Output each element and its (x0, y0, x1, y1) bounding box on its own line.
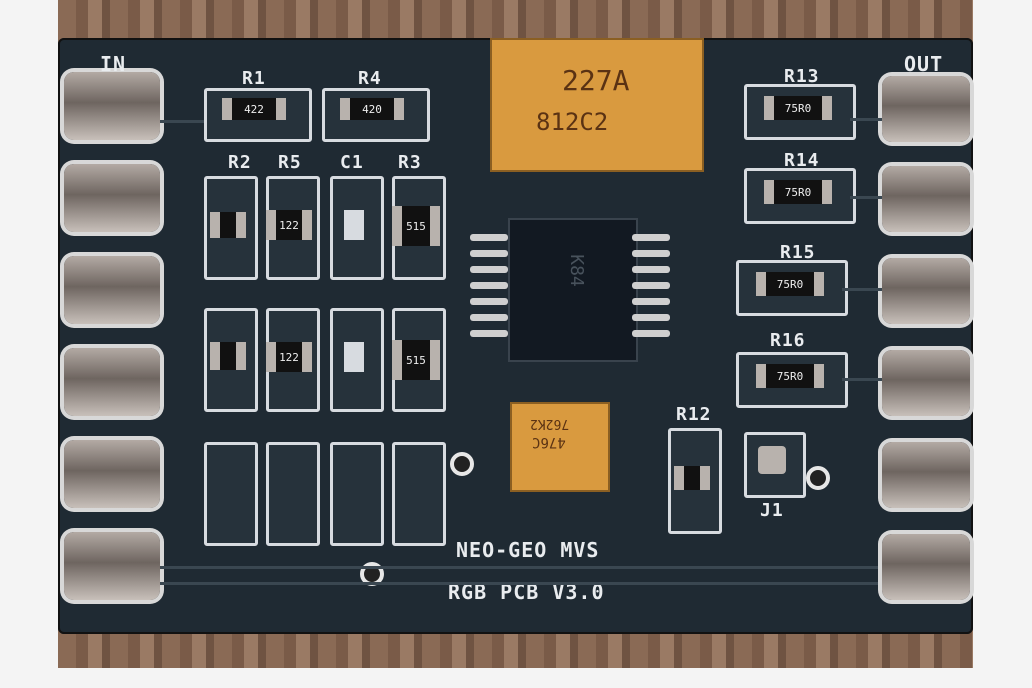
via-1 (450, 452, 474, 476)
ic-pin-r2 (632, 250, 670, 257)
resistor-r3: 515 (392, 206, 440, 246)
small-capacitor: 476C 762K2 (510, 402, 610, 492)
resistor-r14: 75R0 (764, 180, 832, 204)
right-pad-6 (882, 534, 970, 600)
label-r16: R16 (770, 330, 806, 351)
left-pad-6 (64, 532, 160, 600)
main-capacitor-text-top: 227A (562, 64, 630, 97)
ic-pin-r7 (632, 330, 670, 337)
resistor-r2 (210, 212, 246, 238)
ic-pin-l7 (470, 330, 508, 337)
label-r1: R1 (242, 68, 266, 89)
footprint-bot-3 (330, 442, 384, 546)
label-r12: R12 (676, 404, 712, 425)
right-pad-1 (882, 76, 970, 142)
label-r15: R15 (780, 242, 816, 263)
trace-right-4 (842, 378, 882, 381)
trace-top-1 (160, 120, 204, 123)
footprint-mid-3 (330, 308, 384, 412)
resistor-r5: 122 (266, 210, 312, 240)
right-pad-4 (882, 350, 970, 416)
capacitor-c1 (344, 210, 364, 240)
right-pad-3 (882, 258, 970, 324)
left-pad-4 (64, 348, 160, 416)
via-3 (806, 466, 830, 490)
ic-pin-l6 (470, 314, 508, 321)
trace-right-1 (850, 118, 882, 121)
footprint-j1 (744, 432, 806, 498)
ic-pin-l5 (470, 298, 508, 305)
ic-pin-l4 (470, 282, 508, 289)
right-pad-5 (882, 442, 970, 508)
label-r3: R3 (398, 152, 422, 173)
footprint-r15 (736, 260, 848, 316)
j1-pad (758, 446, 786, 474)
label-j1: J1 (760, 500, 784, 521)
label-c1: C1 (340, 152, 364, 173)
footprint-bot-1 (204, 442, 258, 546)
right-pad-2 (882, 166, 970, 232)
main-capacitor-text-bottom: 812C2 (536, 108, 609, 136)
left-pad-1 (64, 72, 160, 140)
trace-bottom-1 (160, 566, 878, 569)
ic-mark: K84 (565, 254, 587, 287)
resistor-r13: 75R0 (764, 96, 832, 120)
resistor-r4: 420 (340, 98, 404, 120)
resistor-r15: 75R0 (756, 272, 824, 296)
board-line-1: NEO-GEO MVS (456, 538, 600, 562)
ic-pin-r5 (632, 298, 670, 305)
resistor-mid-2: 122 (266, 342, 312, 372)
trace-right-2 (850, 196, 882, 199)
ic-pin-r4 (632, 282, 670, 289)
ic-pin-r3 (632, 266, 670, 273)
ic-pin-l1 (470, 234, 508, 241)
ic-pin-l2 (470, 250, 508, 257)
resistor-r12 (674, 466, 710, 490)
trace-bottom-2 (160, 582, 878, 585)
label-r2: R2 (228, 152, 252, 173)
small-capacitor-text-top: 476C (532, 434, 566, 450)
footprint-bot-2 (266, 442, 320, 546)
footprint-bot-4 (392, 442, 446, 546)
left-pad-3 (64, 256, 160, 324)
small-capacitor-text-bottom: 762K2 (530, 416, 570, 431)
resistor-r16: 75R0 (756, 364, 824, 388)
resistor-mid-4: 515 (392, 340, 440, 380)
label-r13: R13 (784, 66, 820, 87)
resistor-r1: 422 (222, 98, 286, 120)
capacitor-mid (344, 342, 364, 372)
resistor-mid-1 (210, 342, 246, 370)
ic-chip: K84 (508, 218, 638, 362)
left-pad-5 (64, 440, 160, 508)
label-r14: R14 (784, 150, 820, 171)
label-r5: R5 (278, 152, 302, 173)
left-pad-2 (64, 164, 160, 232)
ic-pin-l3 (470, 266, 508, 273)
main-capacitor: 227A 812C2 (490, 38, 704, 172)
ic-pin-r6 (632, 314, 670, 321)
label-r4: R4 (358, 68, 382, 89)
label-in: IN (100, 52, 127, 76)
ic-pin-r1 (632, 234, 670, 241)
label-out: OUT (904, 52, 944, 76)
trace-right-3 (842, 288, 882, 291)
